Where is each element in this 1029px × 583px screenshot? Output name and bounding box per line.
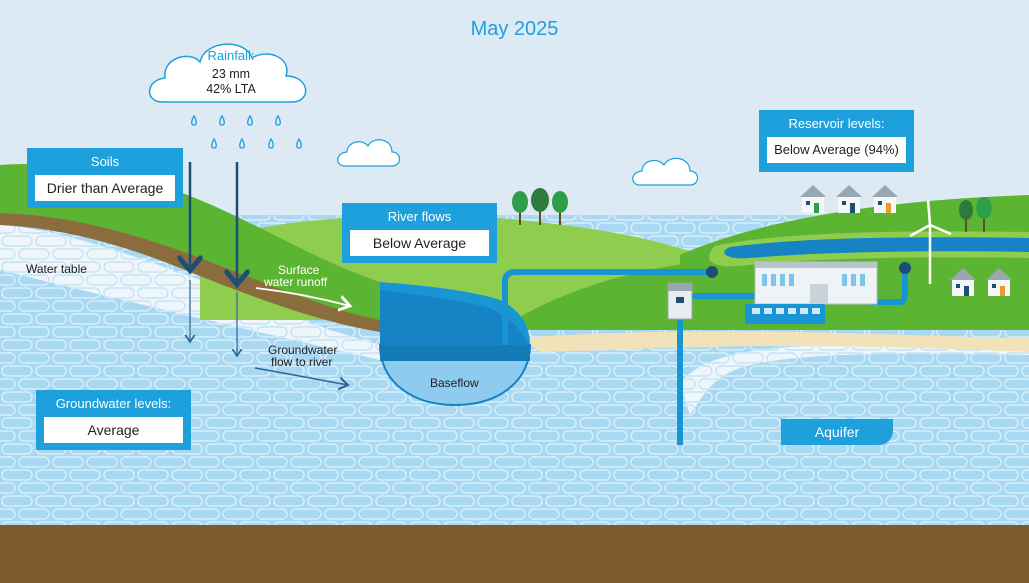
sand-layer <box>520 331 1029 352</box>
house-icon <box>800 185 1012 296</box>
surface-runoff-label-line2: water runoff <box>264 275 328 289</box>
rainfall-lta: 42% LTA <box>206 82 256 96</box>
groundwater-flow-arrow <box>254 367 348 385</box>
soil-layer <box>0 213 380 332</box>
unsaturated-zone-right <box>680 345 1029 415</box>
river-flows-label: River flows <box>387 209 452 224</box>
aquifer-label: Aquifer <box>781 419 893 445</box>
intake-pipe <box>502 269 712 345</box>
reservoir-water <box>724 237 1029 259</box>
groundwater-flow-label-line1: Groundwater <box>268 343 338 357</box>
soils-value: Drier than Average <box>35 175 175 201</box>
cloud-icon <box>632 157 699 186</box>
rainfall-amount: 23 mm <box>211 67 251 81</box>
baseflow-label: Baseflow <box>430 376 479 390</box>
rainfall-value: 23 mm 42% LTA <box>182 67 280 97</box>
page-title: May 2025 <box>470 18 559 40</box>
reservoir-levels-label: Reservoir levels: <box>788 116 885 131</box>
tree-icon <box>512 188 992 232</box>
wind-turbine-icon <box>909 199 952 284</box>
bedrock <box>0 525 1029 583</box>
surface-runoff-label-line1: Surface <box>278 263 320 277</box>
river-flows-card: River flows Below Average <box>342 203 497 263</box>
groundwater-levels-value: Average <box>44 417 183 443</box>
soils-label: Soils <box>90 154 120 169</box>
soils-card: Soils Drier than Average <box>27 148 183 208</box>
reservoir-levels-card: Reservoir levels: Below Average (94%) <box>759 110 914 172</box>
reservoir-levels-value: Below Average (94%) <box>767 137 906 163</box>
groundwater-levels-label: Groundwater levels: <box>55 396 172 411</box>
rainfall-label: Rainfall: <box>207 48 255 63</box>
water-table-label: Water table <box>26 262 87 276</box>
river-flows-value: Below Average <box>350 230 489 256</box>
raindrop-icon <box>191 114 302 149</box>
groundwater-levels-card: Groundwater levels: Average <box>36 390 191 450</box>
groundwater-flow-label-line2: flow to river <box>271 355 333 369</box>
cloud-icon <box>337 139 401 167</box>
runoff-arrow <box>255 287 350 306</box>
